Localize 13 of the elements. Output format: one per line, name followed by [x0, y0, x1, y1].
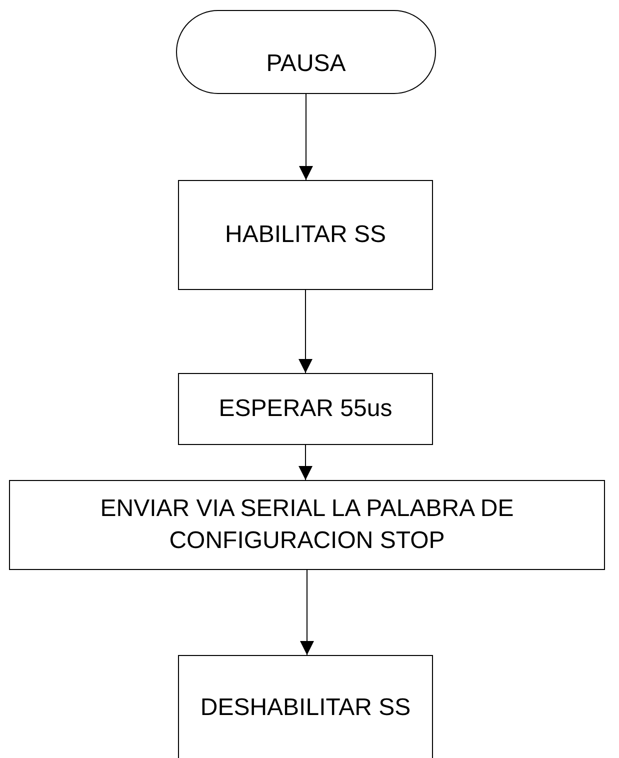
arrow — [298, 290, 312, 374]
arrow — [298, 444, 312, 480]
arrow — [300, 570, 314, 656]
process-box — [178, 180, 433, 290]
process-box — [178, 373, 433, 445]
step-label: ENVIAR VIA SERIAL LA PALABRA DE CONFIGURACION STOP — [99, 494, 515, 556]
process-box — [178, 655, 433, 758]
step-label: DESHABILITAR SS — [200, 693, 411, 723]
step-label: HABILITAR SS — [225, 220, 386, 250]
step-label: ESPERAR 55us — [218, 394, 392, 424]
process-box — [9, 480, 605, 570]
step-label: PAUSA — [266, 49, 346, 79]
arrow — [299, 94, 313, 180]
